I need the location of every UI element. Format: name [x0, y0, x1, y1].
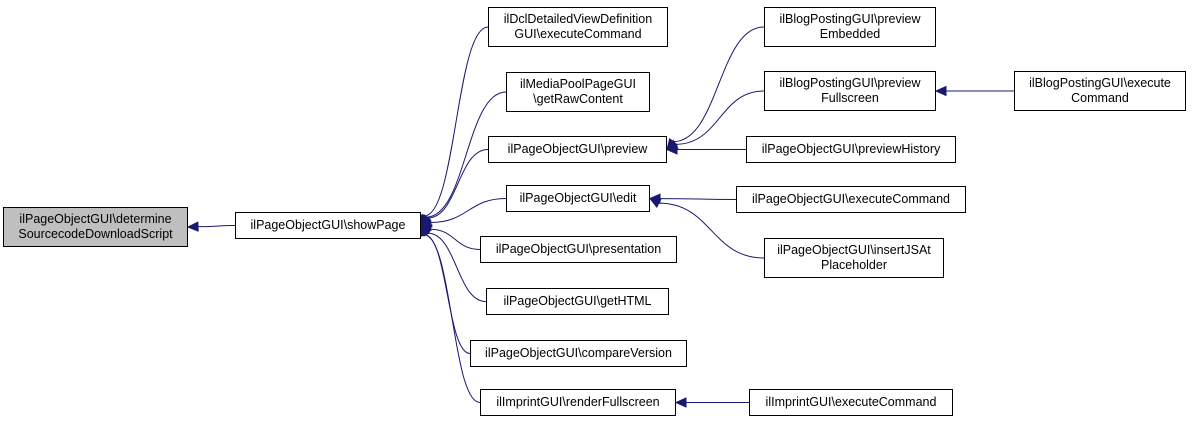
- node-presentation[interactable]: ilPageObjectGUI\presentation: [480, 236, 677, 263]
- edge-dcl-to-showpage: [424, 26, 489, 217]
- arrowhead-blog_exec-to-blog_fullscreen: [934, 85, 947, 97]
- node-label-line: SourcecodeDownloadScript: [18, 227, 173, 241]
- node-page-object-execute-command[interactable]: ilPageObjectGUI\executeCommand: [736, 186, 966, 213]
- node-blog-execute-command[interactable]: ilBlogPostingGUI\execute Command: [1014, 71, 1186, 111]
- node-label-line: ilPageObjectGUI\insertJSAt: [777, 243, 931, 257]
- arrowhead-imprint_exec-to-imprint: [674, 397, 687, 408]
- edge-preview-to-showpage: [427, 149, 489, 219]
- edge-insertjs-to-edit: [658, 202, 765, 259]
- node-label-line: ilMediaPoolPageGUI: [519, 77, 637, 91]
- node-label-line: Embedded: [819, 27, 881, 41]
- edge-edit-to-showpage: [430, 198, 507, 223]
- node-dcl-detailed-view-execute-command[interactable]: ilDclDetailedViewDefinition GUI\executeC…: [488, 7, 668, 47]
- node-label-line: ilPageObjectGUI\edit: [519, 191, 637, 205]
- node-imprint-execute-command[interactable]: ilImprintGUI\executeCommand: [749, 389, 953, 416]
- node-blog-preview-fullscreen[interactable]: ilBlogPostingGUI\preview Fullscreen: [764, 71, 936, 111]
- node-label-line: ilPageObjectGUI\determine: [19, 212, 172, 226]
- arrowhead-previewhistory-to-preview: [665, 144, 678, 155]
- node-blog-preview-embedded[interactable]: ilBlogPostingGUI\preview Embedded: [764, 7, 936, 47]
- edge-imprint-to-showpage: [424, 234, 481, 403]
- node-label-line: ilPageObjectGUI\compareVersion: [485, 346, 672, 360]
- node-insert-js-at-placeholder[interactable]: ilPageObjectGUI\insertJSAt Placeholder: [764, 238, 944, 278]
- node-label-line: ilPageObjectGUI\showPage: [250, 218, 406, 232]
- node-label-line: ilImprintGUI\renderFullscreen: [496, 395, 660, 409]
- node-compare-version[interactable]: ilPageObjectGUI\compareVersion: [470, 340, 687, 367]
- edge-presentation-to-showpage: [430, 228, 481, 250]
- edge-blog_embedded-to-preview: [673, 26, 765, 143]
- node-label-line: ilPageObjectGUI\preview: [507, 142, 648, 156]
- node-label-line: ilDclDetailedViewDefinition: [503, 12, 653, 26]
- node-preview-history[interactable]: ilPageObjectGUI\previewHistory: [746, 136, 956, 163]
- node-label-line: GUI\executeCommand: [514, 27, 642, 41]
- node-label-line: ilImprintGUI\executeCommand: [765, 395, 937, 409]
- edge-blog_fullscreen-to-preview: [675, 90, 765, 145]
- node-edit[interactable]: ilPageObjectGUI\edit: [506, 185, 650, 212]
- node-determine-sourcecode-download-script[interactable]: ilPageObjectGUI\determine SourcecodeDown…: [3, 207, 188, 247]
- edge-mediapool-to-showpage: [426, 91, 507, 218]
- node-label-line: ilPageObjectGUI\presentation: [495, 242, 662, 256]
- node-show-page[interactable]: ilPageObjectGUI\showPage: [235, 212, 421, 239]
- edge-edit_exec-to-edit: [659, 198, 737, 200]
- node-label-line: \getRawContent: [533, 92, 623, 106]
- arrowhead-showpage-to-root: [186, 221, 199, 232]
- node-label-line: ilPageObjectGUI\executeCommand: [751, 192, 950, 206]
- node-imprint-render-fullscreen[interactable]: ilImprintGUI\renderFullscreen: [480, 389, 676, 416]
- node-label-line: Fullscreen: [821, 91, 879, 105]
- node-label-line: Command: [1071, 91, 1129, 105]
- edge-compare-to-showpage: [424, 234, 471, 354]
- edge-gethtml-to-showpage: [427, 232, 487, 302]
- node-label-line: ilBlogPostingGUI\execute: [1029, 76, 1171, 90]
- node-label-line: ilPageObjectGUI\getHTML: [503, 294, 652, 308]
- node-preview[interactable]: ilPageObjectGUI\preview: [488, 136, 667, 163]
- edge-showpage-to-root: [197, 225, 236, 228]
- node-media-pool-get-raw-content[interactable]: ilMediaPoolPageGUI \getRawContent: [506, 72, 650, 112]
- node-label-line: ilBlogPostingGUI\preview: [779, 76, 921, 90]
- node-label-line: Placeholder: [820, 258, 887, 272]
- node-label-line: ilBlogPostingGUI\preview: [779, 12, 921, 26]
- node-label-line: ilPageObjectGUI\previewHistory: [761, 142, 941, 156]
- arrowhead-insertjs-to-edit: [648, 197, 662, 209]
- node-get-html[interactable]: ilPageObjectGUI\getHTML: [486, 288, 669, 315]
